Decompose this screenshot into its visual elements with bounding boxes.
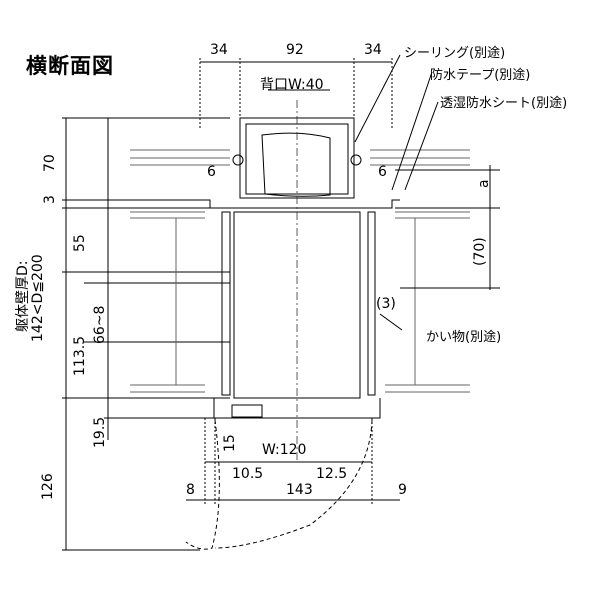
dim-3-paren: (3) [376,296,396,312]
dim-15: 15 [222,434,238,452]
dim-126: 126 [40,473,56,500]
dim-9: 9 [398,482,407,498]
dim-70: 70 [42,154,58,172]
callout-tape: 防水テープ(別途) [430,68,531,83]
callout-shim: かい物(別途) [426,330,502,345]
dim-55: 55 [72,234,88,252]
callout-sealing: シーリング(別途) [404,46,506,61]
wall-thickness-range: 142<D≦200 [30,254,46,342]
duct-pipe [233,211,361,399]
dim-143: 143 [286,482,313,498]
dim-66-8: 66~8 [92,305,108,344]
bottom-cap [213,398,381,419]
dim-8: 8 [186,482,195,498]
drawing-title: 横断面図 [26,54,114,78]
dim-a: a [476,179,492,188]
dim-6-left: 6 [207,164,216,180]
callout-sheet: 透湿防水シート(別途) [440,96,568,111]
opening-width: 背口W:40 [260,77,324,93]
dim-19-5: 19.5 [92,416,108,448]
dim-6-right: 6 [378,164,387,180]
dim-10-5: 10.5 [232,466,264,482]
hood-damper [261,132,331,197]
dim-70-paren: (70) [472,237,488,266]
dim-3: 3 [42,195,58,204]
dim-w120: W:120 [262,442,307,458]
dim-34-left: 34 [210,42,228,58]
dim-34-right: 34 [364,42,382,58]
wall-thickness-label: 躯体壁厚D: [15,260,31,333]
dim-113-5: 113.5 [72,335,88,376]
dim-92: 92 [286,42,304,58]
dim-12-5: 12.5 [316,466,348,482]
